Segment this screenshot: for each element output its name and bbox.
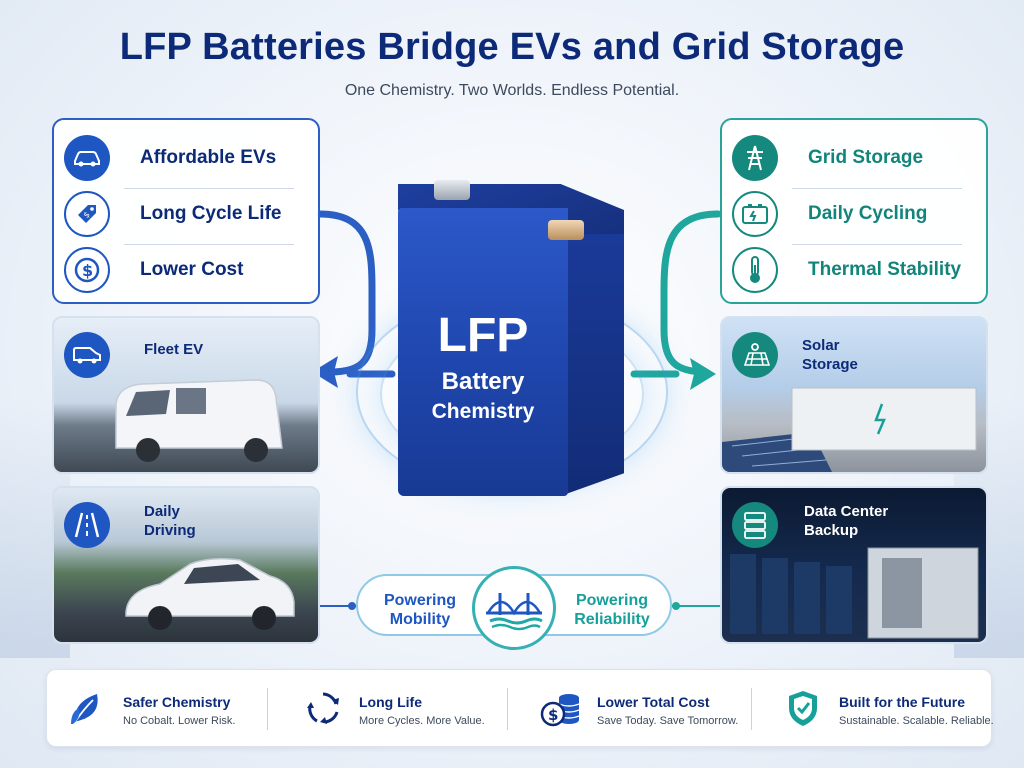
benefit-built-for-the-future: Built for the Future Sustainable. Scalab… (763, 670, 999, 748)
feature-affordable-evs: Affordable EVs (54, 128, 318, 188)
ev-connector-path (316, 210, 376, 376)
benefit-long-life: Long Life More Cycles. More Value. (283, 670, 519, 748)
divider (267, 688, 268, 730)
fleet-ev-label: Fleet EV (144, 341, 204, 358)
svg-text:$: $ (548, 706, 558, 724)
solar-storage-label: Solar Storage (802, 337, 858, 373)
fleet-ev-tile: Fleet EV (52, 316, 320, 474)
daily-driving-tile: Daily Driving (52, 486, 320, 644)
feature-label: Daily Cycling (808, 203, 928, 224)
benefit-safer-chemistry: Safer Chemistry No Cobalt. Lower Risk. (47, 670, 283, 748)
solar-panel-icon (732, 332, 778, 378)
solar-storage-tile: Solar Storage (720, 316, 988, 474)
benefit-title: Safer Chemistry (123, 694, 231, 710)
battery-charge-icon (732, 191, 778, 237)
feature-label: Affordable EVs (140, 147, 277, 168)
powering-mobility-label: Powering Mobility (383, 592, 456, 628)
van-illustration (115, 379, 283, 462)
benefit-subtitle: More Cycles. More Value. (359, 715, 485, 727)
bridge-pill: Powering Mobility Powering Reliability (356, 566, 672, 650)
powering-reliability-label: Powering Reliability (574, 592, 650, 628)
leaf-icon (63, 684, 111, 732)
benefit-subtitle: Save Today. Save Tomorrow. (597, 715, 739, 727)
shield-check-icon (779, 684, 827, 732)
benefit-lower-total-cost: $ Lower Total Cost Save Today. Save Tomo… (521, 670, 757, 748)
server-rack-illustration (730, 547, 979, 639)
ev-features-card: Affordable EVs $ Long Cycle Life $ Lower… (52, 118, 320, 304)
benefit-title: Long Life (359, 694, 422, 710)
grid-arrow-head (690, 358, 716, 390)
bridge-icon (472, 566, 556, 650)
bridge-left-dot (348, 602, 356, 610)
battery-label-battery: Battery (441, 368, 525, 395)
dollar-coin-icon: $ (64, 247, 110, 293)
data-center-backup-tile: Data Center Backup (720, 486, 988, 644)
benefit-subtitle: Sustainable. Scalable. Reliable. (839, 715, 994, 727)
storage-container-illustration (722, 387, 977, 472)
feature-daily-cycling: Daily Cycling (722, 184, 986, 244)
divider (792, 244, 962, 245)
page-subtitle: One Chemistry. Two Worlds. Endless Poten… (344, 82, 680, 99)
server-icon (732, 502, 778, 548)
battery-terminal-positive (548, 220, 584, 240)
divider (507, 688, 508, 730)
benefit-title: Lower Total Cost (597, 694, 710, 710)
divider (124, 244, 294, 245)
grid-connector-path (660, 210, 722, 376)
benefit-subtitle: No Cobalt. Lower Risk. (123, 715, 236, 727)
grid-features-card: Grid Storage Daily Cycling Thermal Stabi… (720, 118, 988, 304)
road-icon (64, 502, 110, 548)
feature-label: Lower Cost (140, 259, 244, 280)
divider (792, 188, 962, 189)
benefits-bar: Safer Chemistry No Cobalt. Lower Risk. L… (46, 669, 994, 748)
lfp-battery-cell: LFP Battery Chemistry (398, 180, 624, 496)
price-tag-icon: $ (64, 191, 110, 237)
battery-front: LFP Battery Chemistry (398, 208, 568, 496)
benefit-title: Built for the Future (839, 694, 965, 710)
feature-long-cycle-life: $ Long Cycle Life (54, 184, 318, 244)
svg-text:$: $ (82, 261, 93, 280)
daily-driving-label: Daily Driving (144, 503, 196, 539)
data-center-backup-label: Data Center Backup (804, 503, 889, 539)
divider (751, 688, 752, 730)
bridge-right-dot (672, 602, 680, 610)
feature-lower-cost: $ Lower Cost (54, 240, 318, 300)
feature-label: Thermal Stability (808, 259, 962, 280)
battery-terminal-negative (434, 180, 470, 200)
battery-side (566, 234, 624, 494)
divider (124, 188, 294, 189)
battery-label-lfp: LFP (437, 309, 529, 362)
car-illustration (125, 557, 295, 630)
van-icon (64, 332, 110, 378)
car-icon (64, 135, 110, 181)
feature-grid-storage: Grid Storage (722, 128, 986, 188)
thermometer-icon (732, 247, 778, 293)
svg-text:$: $ (82, 210, 92, 220)
battery-label-chemistry: Chemistry (431, 400, 535, 423)
feature-label: Long Cycle Life (140, 203, 282, 224)
recycle-arrows-icon (299, 684, 347, 732)
coin-stack-icon: $ (537, 684, 585, 732)
page-title: LFP Batteries Bridge EVs and Grid Storag… (119, 26, 905, 68)
power-tower-icon (732, 135, 778, 181)
feature-thermal-stability: Thermal Stability (722, 240, 986, 300)
feature-label: Grid Storage (808, 147, 924, 168)
